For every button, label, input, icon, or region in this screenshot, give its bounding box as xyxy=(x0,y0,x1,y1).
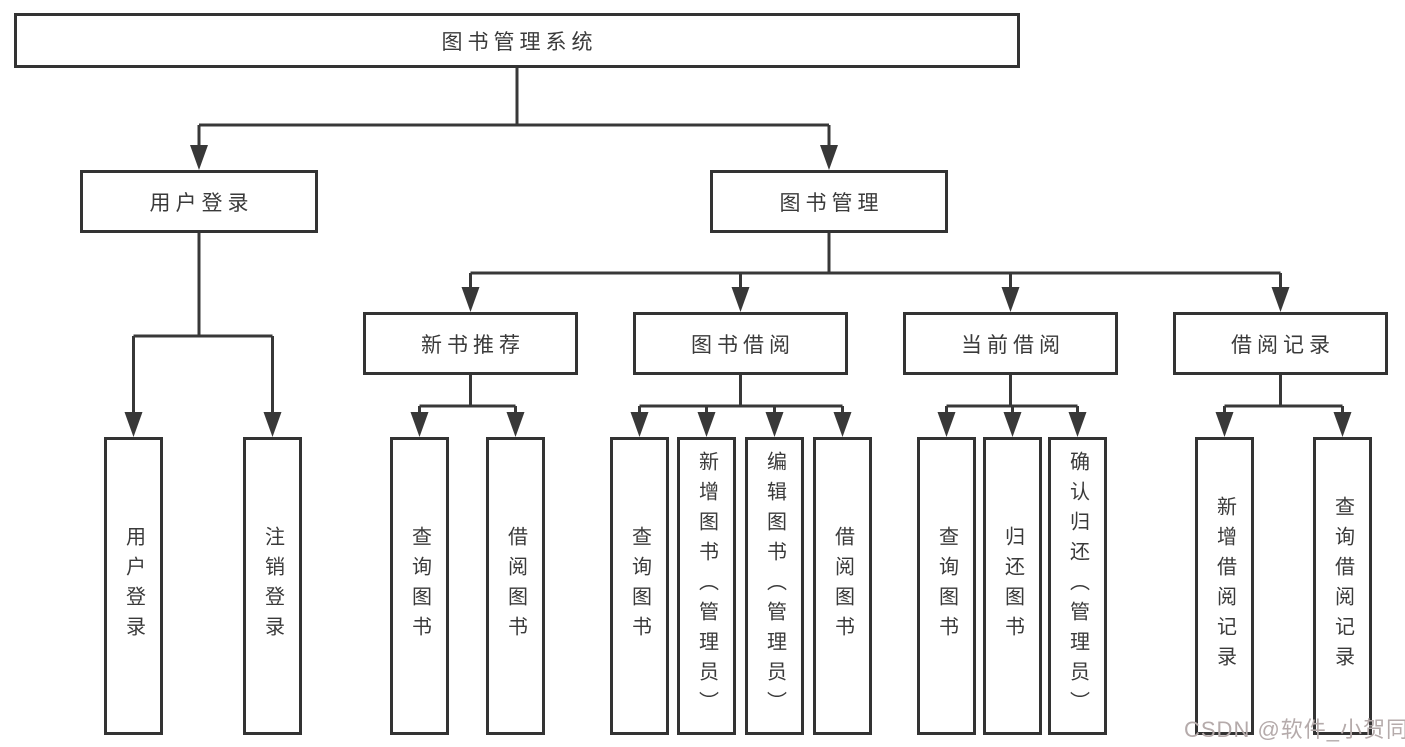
node-root-label: 图书管理系统 xyxy=(441,30,598,54)
leaf-query-book-rec-label: 查询图书 xyxy=(408,526,431,646)
node-current-borrow: 当前借阅 xyxy=(903,312,1118,375)
connector-book-borrow-to-leaves xyxy=(630,375,852,437)
leaf-query-borrow-record: 查询借阅记录 xyxy=(1313,437,1372,735)
node-user-login-label: 用户登录 xyxy=(149,191,254,215)
leaf-borrow-book-borrow-label: 借阅图书 xyxy=(831,526,854,646)
leaf-confirm-return-admin-label: 确认归还（管理员） xyxy=(1066,451,1089,721)
leaf-logout: 注销登录 xyxy=(243,437,302,735)
leaf-query-book-borrow-label: 查询图书 xyxy=(628,526,651,646)
leaf-add-borrow-record-label: 新增借阅记录 xyxy=(1213,496,1236,676)
connector-user-login-to-leaves xyxy=(124,233,282,437)
leaf-query-book-current-label: 查询图书 xyxy=(935,526,958,646)
leaf-edit-book-admin: 编辑图书（管理员） xyxy=(745,437,804,735)
leaf-borrow-book-rec-label: 借阅图书 xyxy=(504,526,527,646)
node-book-borrow-label: 图书借阅 xyxy=(691,333,795,357)
node-current-borrow-label: 当前借阅 xyxy=(961,333,1065,357)
node-book-mgmt: 图书管理 xyxy=(710,170,948,233)
node-new-book-rec: 新书推荐 xyxy=(363,312,578,375)
node-user-login: 用户登录 xyxy=(80,170,318,233)
connector-root-to-level1 xyxy=(190,68,838,170)
leaf-query-borrow-record-label: 查询借阅记录 xyxy=(1331,496,1354,676)
leaf-return-book: 归还图书 xyxy=(983,437,1042,735)
connector-new-book-rec-to-leaves xyxy=(410,375,525,437)
node-root: 图书管理系统 xyxy=(14,13,1020,68)
node-book-mgmt-label: 图书管理 xyxy=(779,191,884,215)
node-new-book-rec-label: 新书推荐 xyxy=(421,333,525,357)
connector-current-borrow-to-leaves xyxy=(937,375,1087,437)
connector-borrow-record-to-leaves xyxy=(1215,375,1352,437)
leaf-confirm-return-admin: 确认归还（管理员） xyxy=(1048,437,1107,735)
csdn-watermark: CSDN @软件_小贺同学 xyxy=(1184,717,1405,742)
leaf-add-borrow-record: 新增借阅记录 xyxy=(1195,437,1254,735)
leaf-query-book-current: 查询图书 xyxy=(917,437,976,735)
connector-book-mgmt-to-level2 xyxy=(461,233,1290,312)
leaf-logout-label: 注销登录 xyxy=(261,526,284,646)
leaf-query-book-rec: 查询图书 xyxy=(390,437,449,735)
leaf-query-book-borrow: 查询图书 xyxy=(610,437,669,735)
leaf-add-book-admin: 新增图书（管理员） xyxy=(677,437,736,735)
leaf-borrow-book-rec: 借阅图书 xyxy=(486,437,545,735)
node-borrow-record: 借阅记录 xyxy=(1173,312,1388,375)
node-borrow-record-label: 借阅记录 xyxy=(1231,333,1335,357)
leaf-add-book-admin-label: 新增图书（管理员） xyxy=(695,451,718,721)
leaf-edit-book-admin-label: 编辑图书（管理员） xyxy=(763,451,786,721)
leaf-return-book-label: 归还图书 xyxy=(1001,526,1024,646)
leaf-borrow-book-borrow: 借阅图书 xyxy=(813,437,872,735)
leaf-user-login: 用户登录 xyxy=(104,437,163,735)
leaf-user-login-label: 用户登录 xyxy=(122,526,145,646)
node-book-borrow: 图书借阅 xyxy=(633,312,848,375)
